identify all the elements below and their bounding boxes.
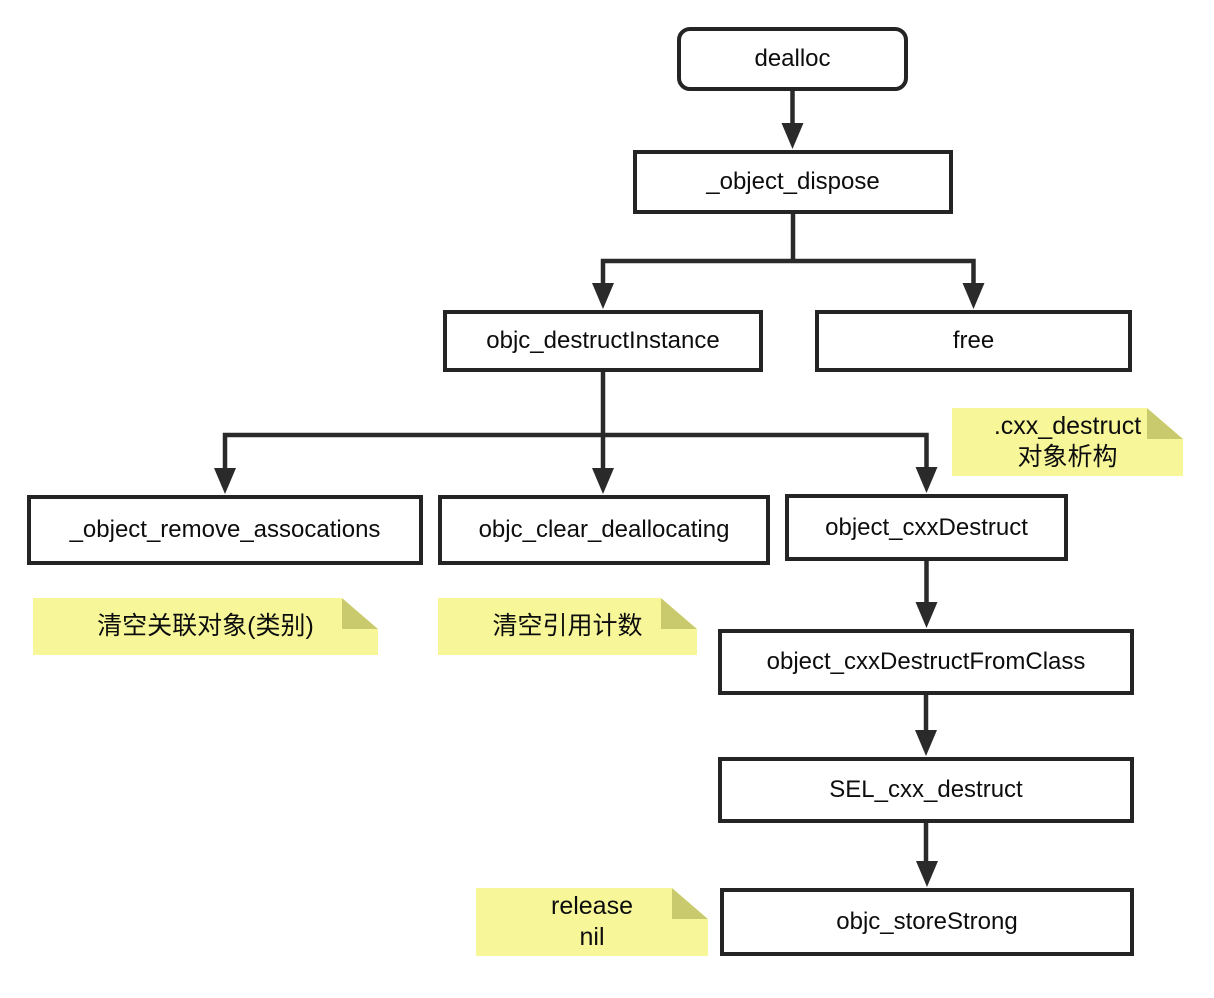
note-text: .cxx_destruct (993, 412, 1142, 440)
arrowhead (592, 468, 614, 494)
node-label: object_cxxDestruct (825, 513, 1028, 541)
note-text: nil (579, 923, 605, 951)
node-label: _object_remove_assocations (69, 516, 381, 543)
node-label: free (952, 327, 995, 354)
node-objc-store-strong: objc_storeStrong (720, 888, 1134, 956)
node-label: objc_clear_deallocating (478, 516, 730, 543)
arrowhead (962, 283, 985, 309)
arrowhead (916, 861, 938, 887)
node-label: dealloc (754, 45, 831, 72)
sticky-note-clear-associated: 清空关联对象(类别) (33, 598, 378, 655)
node-label: _object_dispose (706, 168, 880, 195)
node-object-dispose: _object_dispose (633, 150, 953, 214)
arrowhead (915, 467, 938, 493)
node-label: objc_destructInstance (486, 327, 720, 354)
sticky-note-clear-refcount: 清空引用计数 (438, 598, 697, 655)
node-objc-destruct-instance: objc_destructInstance (443, 310, 763, 372)
arrowhead (592, 283, 614, 309)
arrowhead (214, 468, 236, 494)
note-text: release (551, 892, 633, 920)
arrowhead (781, 123, 804, 149)
node-dealloc: dealloc (677, 27, 908, 91)
node-object-remove-assocations: _object_remove_assocations (27, 495, 423, 565)
note-text: 清空引用计数 (492, 612, 643, 640)
note-text: 对象析构 (1017, 443, 1118, 471)
node-object-cxx-destruct: object_cxxDestruct (785, 494, 1068, 561)
node-free: free (815, 310, 1132, 372)
node-object-cxx-destruct-from-class: object_cxxDestructFromClass (718, 629, 1134, 695)
sticky-note-release-nil: release nil (476, 888, 708, 956)
node-sel-cxx-destruct: SEL_cxx_destruct (718, 757, 1134, 823)
arrowhead (915, 602, 938, 628)
connector-destruct-instance-split (222, 372, 929, 469)
connector-object-dispose-split (600, 214, 976, 284)
sticky-note-cxx-destruct: .cxx_destruct 对象析构 (952, 408, 1183, 476)
node-label: objc_storeStrong (836, 908, 1018, 935)
node-objc-clear-deallocating: objc_clear_deallocating (438, 495, 770, 565)
node-label: object_cxxDestructFromClass (766, 648, 1086, 675)
arrowhead (915, 730, 937, 756)
node-label: SEL_cxx_destruct (829, 776, 1023, 803)
note-text: 清空关联对象(类别) (97, 612, 314, 640)
